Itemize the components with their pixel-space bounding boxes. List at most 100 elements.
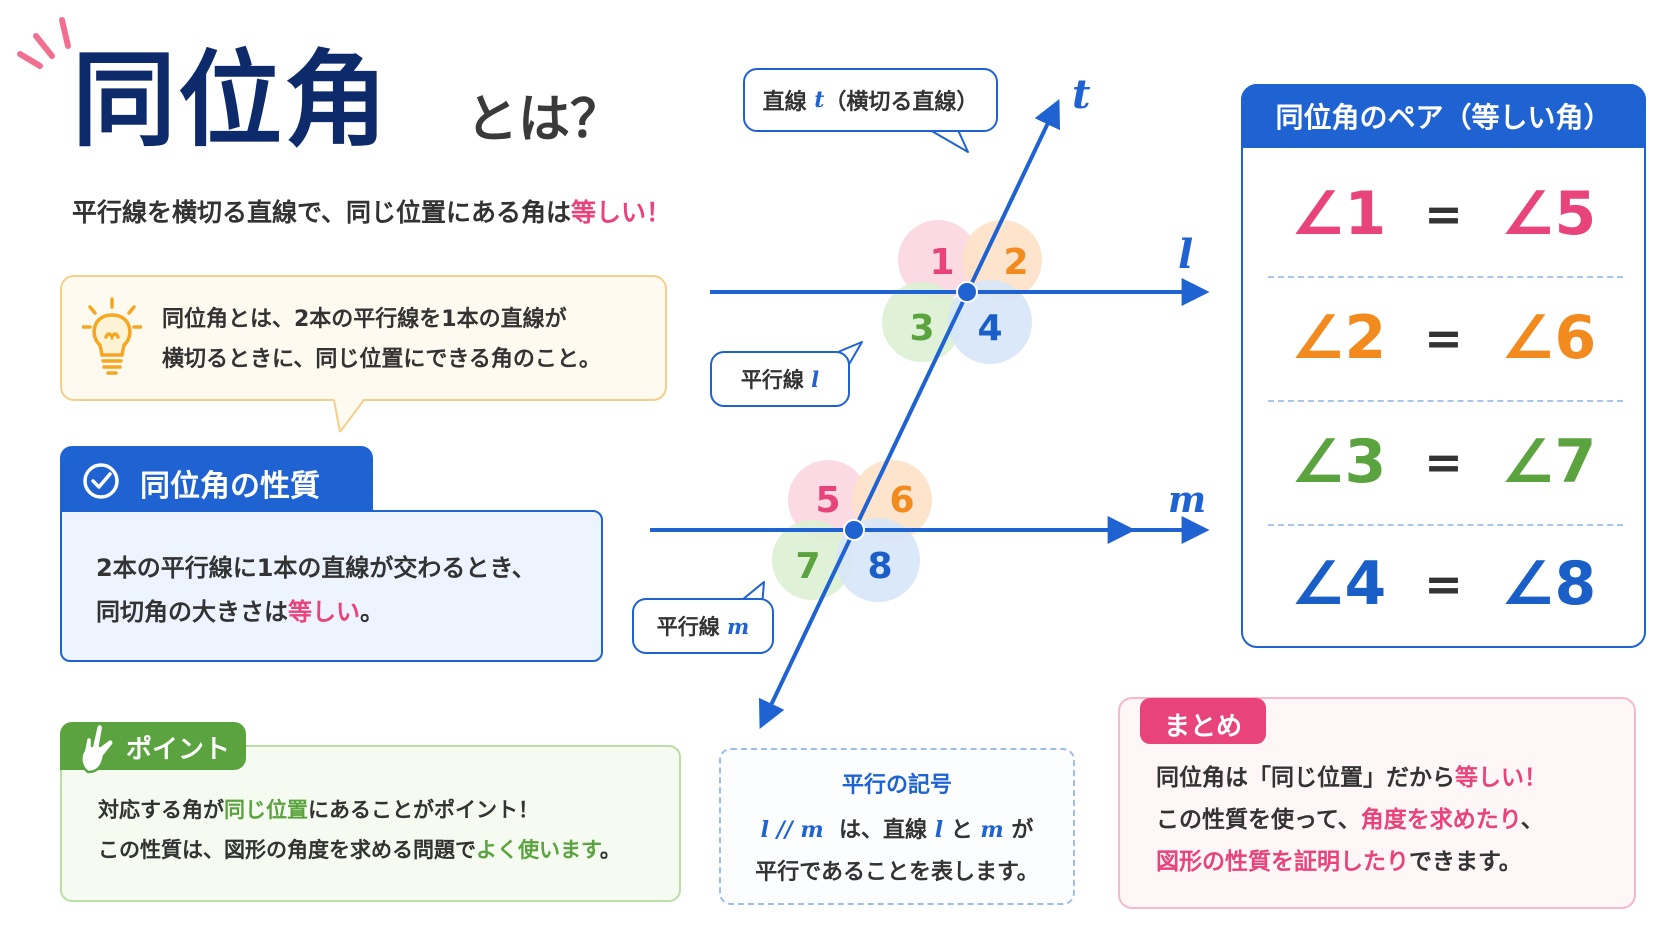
angle-7-region xyxy=(772,520,852,600)
angle-label-2: 2 xyxy=(1003,242,1028,283)
point-line-2-end: 。 xyxy=(599,838,621,862)
summary-tab-label: まとめ xyxy=(1163,712,1242,742)
pair-1-left: ∠1 xyxy=(1290,179,1387,249)
pair-3-eq: = xyxy=(1424,435,1463,489)
parallel-symbol-box xyxy=(719,748,1075,905)
summary-emphasis-2: 角度を求めたり xyxy=(1360,807,1521,833)
angle-pair-row-1: ∠1 = ∠5 xyxy=(1243,152,1644,276)
pair-2-eq: = xyxy=(1424,311,1463,365)
summary-line-2-text: この性質を使って、 xyxy=(1156,807,1361,833)
angle-label-8: 8 xyxy=(867,546,892,587)
lightbulb-icon xyxy=(82,297,142,375)
transversal-line-t xyxy=(758,98,1061,730)
angle-label-7: 7 xyxy=(795,546,820,587)
point-line-2: この性質は、図形の角度を求める問題でよく使います。 xyxy=(98,830,668,870)
property-tab xyxy=(60,446,373,512)
summary-line-2: この性質を使って、角度を求めたり、 xyxy=(1156,799,1626,841)
angle-pairs-title: 同位角のペア（等しい角） xyxy=(1275,101,1612,134)
angle-pair-row-4: ∠4 = ∠8 xyxy=(1243,522,1644,646)
property-line-2-text: 同切角の大きさは xyxy=(96,598,288,626)
symbol-line-1-m: m xyxy=(980,817,1004,843)
symbol-line-1-end: が xyxy=(1011,818,1034,843)
pair-2-right: ∠6 xyxy=(1500,303,1597,373)
angle-label-4: 4 xyxy=(977,308,1002,349)
point-tab-label: ポイント xyxy=(126,735,231,765)
angle-label-6: 6 xyxy=(889,480,914,521)
parallel-symbol-title: 平行の記号 xyxy=(841,773,952,798)
callout-m-var: m xyxy=(727,613,750,639)
callout-l-pre: 平行線 xyxy=(740,368,804,392)
property-emphasis: 等しい xyxy=(288,598,360,626)
callout-l-var: l xyxy=(811,366,820,392)
definition-box xyxy=(60,275,667,401)
parallel-symbol-line-1: l // m は、直線 l と m が xyxy=(719,812,1075,844)
intersection-l-t xyxy=(956,281,978,303)
subtitle-emphasis: 等しい！ xyxy=(571,198,672,227)
definition-line-2: 横切るときに、同じ位置にできる角のこと。 xyxy=(162,347,601,372)
summary-line-2-end: 、 xyxy=(1520,807,1544,833)
summary-line-3: 図形の性質を証明したりできます。 xyxy=(1156,841,1626,883)
speech-tail-icon xyxy=(333,398,365,433)
label-l: l xyxy=(1178,231,1193,278)
summary-line-1: 同位角は「同じ位置」だから等しい！ xyxy=(1156,757,1626,799)
pair-divider xyxy=(1268,400,1623,402)
angle-pairs-header xyxy=(1241,84,1646,148)
point-line-1-text: 対応する角が xyxy=(98,798,224,822)
check-circle-icon xyxy=(83,463,119,499)
angle-4-region xyxy=(948,280,1032,364)
symbol-expr-op: // xyxy=(776,817,793,843)
property-text: 2本の平行線に1本の直線が交わるとき、 同切角の大きさは等しい。 xyxy=(96,546,596,634)
point-line-1: 対応する角が同じ位置にあることがポイント！ xyxy=(98,790,668,830)
callout-t-post: （横切る直線） xyxy=(824,90,979,115)
property-line-2: 同切角の大きさは等しい。 xyxy=(96,590,596,634)
property-line-1: 2本の平行線に1本の直線が交わるとき、 xyxy=(96,554,536,582)
angle-pair-row-2: ∠2 = ∠6 xyxy=(1243,276,1644,400)
angle-6-region xyxy=(852,460,932,540)
symbol-line-1-to: と xyxy=(950,818,973,843)
angle-label-1: 1 xyxy=(929,242,954,283)
angle-label-5: 5 xyxy=(815,480,840,521)
callout-m-pre: 平行線 xyxy=(656,615,720,639)
angle-label-3: 3 xyxy=(909,308,934,349)
pair-divider xyxy=(1268,524,1623,526)
angle-pairs-panel xyxy=(1241,84,1646,648)
definition-line-1: 同位角とは、2本の平行線を1本の直線が xyxy=(162,307,567,332)
symbol-line-1-mid: は、直線 xyxy=(839,818,928,843)
subtitle-text: 平行線を横切る直線で、同じ位置にある角は xyxy=(72,198,572,227)
summary-line-3-end: できます。 xyxy=(1409,849,1522,875)
property-tab-label: 同位角の性質 xyxy=(140,469,320,504)
pair-4-left: ∠4 xyxy=(1290,549,1387,619)
pair-3-left: ∠3 xyxy=(1290,427,1387,497)
point-emphasis-2: よく使います xyxy=(476,838,600,862)
pair-4-right: ∠8 xyxy=(1500,549,1597,619)
accent-lines-icon xyxy=(17,17,71,69)
definition-text: 同位角とは、2本の平行線を1本の直線が 横切るときに、同じ位置にできる角のこと。 xyxy=(162,300,652,380)
angle-pair-row-3: ∠3 = ∠7 xyxy=(1243,400,1644,524)
point-line-1-end: にあることがポイント！ xyxy=(308,798,539,822)
callout-transversal: 直線 t（横切る直線） xyxy=(743,68,998,132)
angle-1-region xyxy=(898,220,978,300)
point-box xyxy=(60,745,681,902)
pair-1-right: ∠5 xyxy=(1500,179,1597,249)
summary-emphasis-3: 図形の性質を証明したり xyxy=(1156,849,1409,875)
point-emphasis-1: 同じ位置 xyxy=(224,798,308,822)
property-line-2-end: 。 xyxy=(360,598,384,626)
pointing-hand-icon xyxy=(80,722,115,774)
parallel-symbol-line-2: 平行であることを表します。 xyxy=(755,860,1039,885)
callout-t-var: t xyxy=(814,87,825,113)
page-title-suffix: とは？ xyxy=(466,90,623,150)
symbol-expr-m: m xyxy=(800,817,824,843)
summary-tab xyxy=(1140,698,1266,744)
callout-parallel-m: 平行線 m xyxy=(632,598,774,654)
pair-2-left: ∠2 xyxy=(1290,303,1387,373)
symbol-expr-l: l xyxy=(760,817,769,843)
label-m: m xyxy=(1168,479,1206,521)
page-title: 同位角 xyxy=(72,39,391,161)
summary-emphasis-1: 等しい！ xyxy=(1455,765,1547,791)
angle-2-region xyxy=(962,220,1042,300)
angle-3-region xyxy=(882,282,962,362)
pair-divider xyxy=(1268,276,1623,278)
point-line-2-text: この性質は、図形の角度を求める問題で xyxy=(98,838,476,862)
callout-parallel-l: 平行線 l xyxy=(710,351,850,407)
callout-t-pre: 直線 xyxy=(762,90,807,115)
